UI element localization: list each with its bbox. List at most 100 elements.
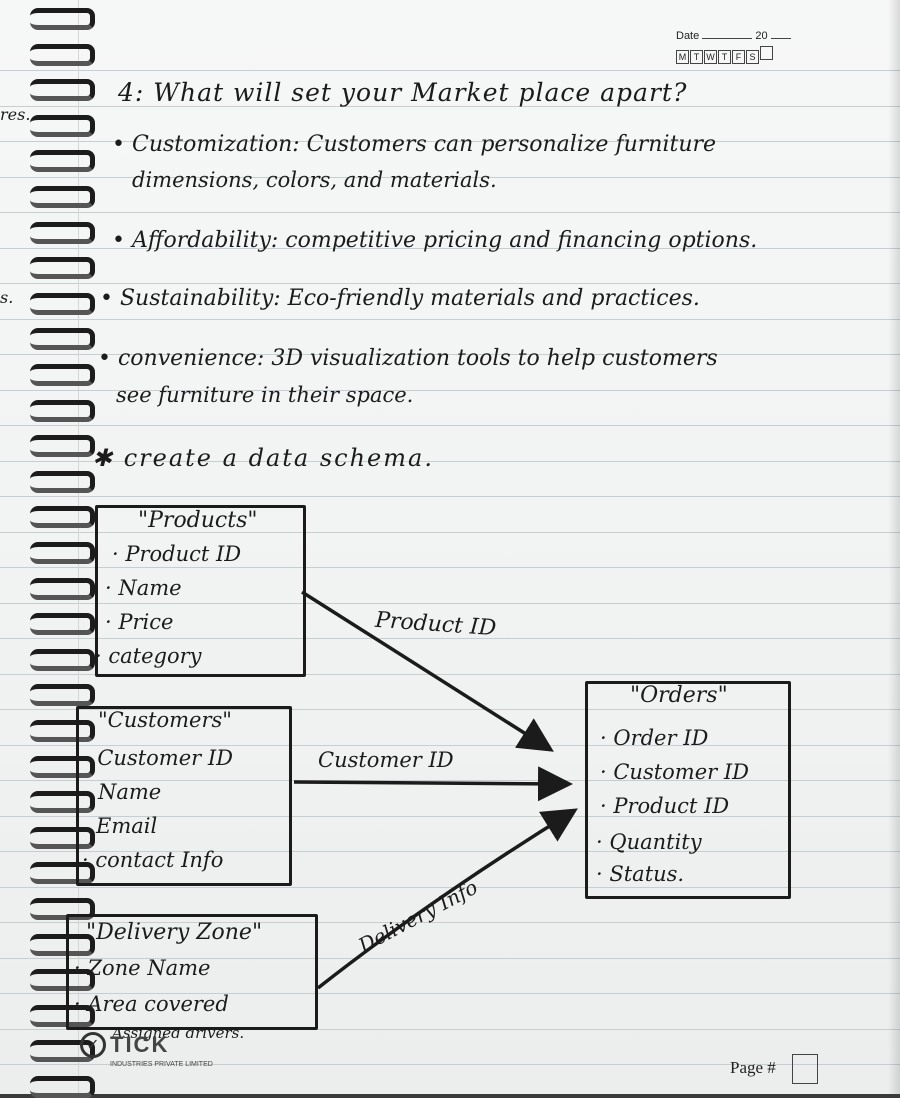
spiral-coil [30, 293, 95, 315]
ruled-line [0, 638, 900, 639]
logo-text: TICK [110, 1032, 170, 1057]
check-circle-icon: ✓ [80, 1032, 106, 1058]
spiral-coil [30, 115, 95, 137]
spiral-coil [30, 578, 95, 600]
year-text: 20 [755, 30, 768, 42]
ruled-line [0, 887, 900, 888]
spiral-coil [30, 186, 95, 208]
bullet-convenience: • convenience: 3D visualization tools to… [98, 346, 718, 371]
bullet-dot: • [98, 346, 118, 371]
spiral-coil [30, 613, 95, 635]
entity-products [95, 505, 306, 677]
bullet-dot: • [100, 286, 120, 311]
spiral-coil [30, 756, 95, 778]
delivery-field-2: · Area covered [74, 992, 229, 1016]
spiral-coil [30, 222, 95, 244]
edge-fragment-1: res. [0, 105, 31, 124]
products-field-4: · category [95, 644, 202, 668]
spiral-coil [30, 79, 95, 101]
spiral-coil [30, 506, 95, 528]
bullet-text: Eco-friendly materials and practices. [287, 286, 700, 311]
bullet-heading: Affordability: [131, 228, 279, 253]
delivery-arrow [316, 808, 578, 990]
ruled-line [0, 780, 900, 781]
spiral-coil [30, 257, 95, 279]
logo-subtext: INDUSTRIES PRIVATE LIMITED [110, 1061, 213, 1068]
date-label: Date 20 [676, 30, 791, 42]
ruled-line [0, 922, 900, 923]
bullet-affordability: • Affordability: competitive pricing and… [112, 228, 757, 253]
bullet-heading: Sustainability: [119, 286, 281, 311]
customer-arrow [293, 766, 573, 802]
margin-line [78, 0, 79, 1094]
bullet-customization-line2: dimensions, colors, and materials. [132, 168, 497, 192]
page-edge-shadow [888, 0, 900, 1094]
ruled-line [0, 851, 900, 852]
ruled-line [0, 106, 900, 107]
ruled-line [0, 425, 900, 426]
bullet-sustainability: • Sustainability: Eco-friendly materials… [100, 286, 700, 311]
product-arrow [301, 590, 554, 752]
customers-field-3: Email [96, 814, 158, 838]
orders-title: "Orders" [630, 683, 728, 708]
products-field-2: · Name [105, 576, 182, 600]
bullet-text: Customers can personalize furniture [306, 132, 717, 157]
spiral-coil [30, 934, 95, 956]
ruled-line [0, 354, 900, 355]
spiral-coil [30, 1005, 95, 1027]
entity-customers [76, 706, 292, 886]
date-text: Date [676, 30, 700, 42]
spiral-coil [30, 364, 95, 386]
spiral-coil [30, 8, 95, 30]
delivery-title: "Delivery Zone" [86, 920, 263, 945]
delivery-field-1: · Zone Name [74, 956, 211, 980]
products-field-3: · Price [105, 610, 174, 634]
day-blank [760, 46, 773, 60]
ruled-line [0, 461, 900, 462]
day-w: W [704, 50, 717, 64]
ruled-line [0, 745, 900, 746]
bullet-customization: • Customization: Customers can personali… [112, 132, 716, 157]
customers-field-1: · Customer ID [84, 746, 233, 770]
customers-field-2: Name [98, 780, 162, 804]
ruled-line [0, 993, 900, 994]
day-f: F [732, 50, 745, 64]
ruled-line [0, 141, 900, 142]
schema-heading: ✱ create a data schema. [92, 444, 434, 472]
question-heading: 4: What will set your Market place apart… [118, 78, 688, 107]
day-m: M [676, 50, 689, 64]
delivery-field-3: Assigned drivers. [112, 1024, 245, 1042]
orders-field-1: · Order ID [600, 726, 709, 750]
orders-field-2: · Customer ID [600, 760, 749, 784]
ruled-line [0, 958, 900, 959]
spiral-coil [30, 969, 95, 991]
bullet-heading: Customization: [131, 132, 300, 157]
customers-title: "Customers" [98, 708, 232, 732]
day-s: S [746, 50, 759, 64]
ruled-line [0, 709, 900, 710]
spiral-coil [30, 328, 95, 350]
ruled-line [0, 248, 900, 249]
ruled-line [0, 603, 900, 604]
spiral-coil [30, 542, 95, 564]
orders-field-4: · Quantity [596, 830, 702, 854]
spiral-coil [30, 150, 95, 172]
ruled-line [0, 70, 900, 71]
ruled-line [0, 212, 900, 213]
spiral-coil [30, 720, 95, 742]
ruled-line [0, 1064, 900, 1065]
spiral-coil [30, 791, 95, 813]
day-t2: T [718, 50, 731, 64]
orders-field-5: · Status. [596, 862, 685, 886]
customers-field-4: · contact Info [82, 848, 224, 872]
entity-delivery-zone [66, 914, 318, 1030]
orders-field-3: · Product ID [600, 794, 730, 818]
ruled-line [0, 177, 900, 178]
spiral-coil [30, 684, 95, 706]
bullet-heading: convenience: [117, 346, 265, 371]
customer-id-relation-label: Customer ID [318, 748, 454, 772]
bullet-dot: • [112, 228, 132, 253]
bullet-text: competitive pricing and financing option… [285, 228, 758, 253]
